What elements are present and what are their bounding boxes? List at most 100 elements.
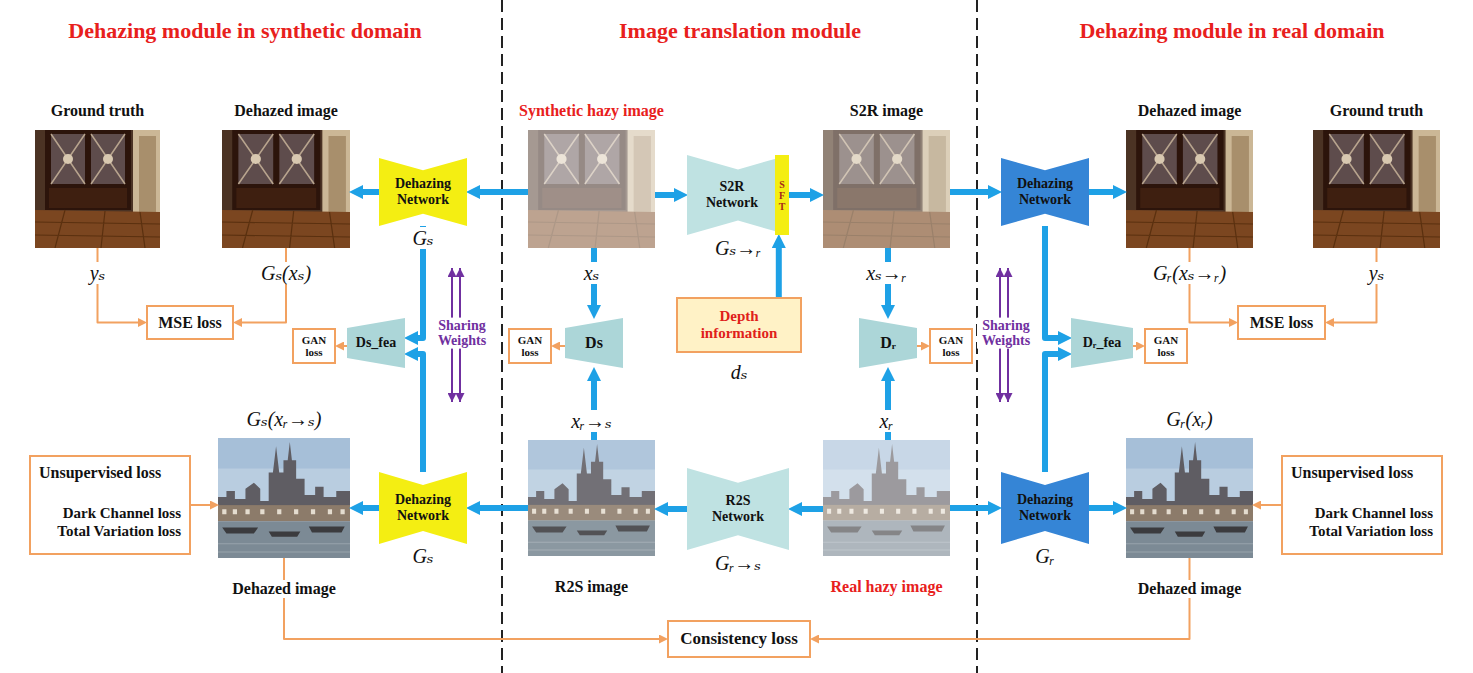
node-label: Unsupervised loss [39,463,181,482]
image-caption: Dehazed image [1135,102,1245,120]
node-label: GAN loss [1150,334,1182,358]
node-label: Unsupervised loss [1291,463,1433,482]
loss-box: Unsupervised lossDark Channel lossTotal … [1281,455,1443,555]
image-panel: Ground truthyₛ [35,130,160,248]
discriminator: Dᵣ_fea [1071,318,1133,368]
node-label: Total Variation loss [1291,522,1433,540]
image-caption: Dehazed image [229,580,339,598]
image-panel: S2R imagexₛ→ᵣ [823,130,950,248]
data-flow-arrow [668,506,687,512]
haze-overlay [528,440,655,556]
image-caption: Dehazed image [231,102,341,120]
image-caption: Real hazy image [828,578,946,596]
loss-arrow [242,248,286,323]
data-flow-arrow [1045,226,1058,338]
haze-overlay [528,130,655,248]
math-symbol: Gᵣ(xₛ→ᵣ) [1150,262,1229,284]
discriminator: Dᵣ [859,318,917,368]
section-heading: Dehazing module in real domain [1079,18,1384,44]
photo-dehazed [218,438,350,558]
loss-arrow [1190,248,1230,323]
discriminator: Ds_fea [347,318,405,368]
node-label: MSE loss [152,314,228,332]
math-symbol: dₛ [728,361,751,383]
loss-arrow [98,248,139,323]
math-symbol: Gᵣ→ₛ [712,552,764,574]
node-outline [1001,472,1089,544]
loss-arrow [1133,345,1136,347]
network-block: S2R NetworkGₛ→ᵣSFT [687,155,789,235]
math-symbol: Gₛ(xₛ) [258,262,314,284]
loss-arrow [819,558,1190,639]
haze-overlay [823,130,950,248]
node-label: Dehazing Network [385,176,461,208]
photo-dehazed [1126,438,1253,558]
loss-box: Unsupervised lossDark Channel lossTotal … [29,455,191,555]
node-label: Dark Channel loss [39,504,181,522]
data-flow-arrow [363,505,379,511]
data-flow-arrow [1089,189,1113,195]
photo-hazy [823,130,950,248]
node-outline [1071,318,1133,368]
section-heading: Image translation module [619,18,861,44]
loss-arrow [560,345,565,347]
network-block: R2S NetworkGᵣ→ₛ [687,468,789,550]
network-block: Dehazing NetworkGᵣ [1001,472,1089,544]
loss-box: Consistency loss [667,620,811,658]
photo-hazy [528,130,655,248]
image-panel: Gₛ(xᵣ→ₛ)Dehazed image [218,438,350,558]
math-symbol: xₛ→ᵣ [863,262,910,284]
node-label: Ds_fea [351,335,401,350]
loss-box: GAN loss [1144,328,1188,364]
data-flow-arrow [802,506,823,512]
loss-arrow [344,345,347,347]
node-label: Dᵣ [863,334,913,352]
image-caption: R2S image [552,578,631,596]
photo-clear [35,130,160,248]
loss-arrow [1261,504,1281,506]
image-panel: xᵣReal hazy image [823,440,950,556]
photo-clear [1313,130,1440,248]
image-panel: Synthetic hazy imagexₛ [528,130,655,248]
image-caption: S2R image [847,102,926,120]
network-block: Dehazing Network [1001,158,1089,226]
section-divider [501,0,503,673]
loss-box: GAN loss [929,328,973,364]
node-label: Dehazing Network [385,492,461,524]
node-label: GAN loss [935,334,967,358]
data-flow-arrow [1089,505,1113,511]
math-symbol: yₛ [87,262,109,284]
math-symbol: yₛ [1366,262,1388,284]
image-panel: Dehazed imageGᵣ(xₛ→ᵣ) [1126,130,1253,248]
network-block: Dehazing NetworkGₛ [379,158,467,226]
node-label: S2R Network [693,179,771,211]
node-label: GAN loss [298,334,330,358]
node-label: Dᵣ_fea [1075,335,1129,350]
image-caption: Dehazed image [1135,580,1245,598]
math-symbol: Gₛ→ᵣ [712,237,764,259]
math-symbol: Gₛ [409,545,436,567]
node-label: Dark Channel loss [1291,504,1433,522]
node-label: Depth information [686,308,792,343]
photo-hazy [823,440,950,556]
data-flow-arrow [480,189,528,195]
loss-box: GAN loss [292,328,336,364]
loss-arrow [284,558,659,639]
sft-layer: SFT [775,155,789,235]
loss-arrow [917,345,921,347]
math-symbol: xᵣ→ₛ [568,410,615,432]
node-label: SFT [777,179,787,212]
annotation: Sharing Weights [433,318,491,349]
image-panel: Dehazed imageGₛ(xₛ) [222,130,350,248]
math-symbol: Gₛ [409,227,436,249]
image-caption: Synthetic hazy image [516,102,667,120]
data-flow-arrow [363,189,379,195]
node-outline [859,318,917,368]
data-flow-arrow [776,248,782,297]
data-flow-arrow [789,192,810,198]
data-flow-arrow [950,189,988,195]
section-heading: Dehazing module in synthetic domain [68,18,421,44]
node-outline [347,318,405,368]
image-panel: Ground truthyₛ [1313,130,1440,248]
